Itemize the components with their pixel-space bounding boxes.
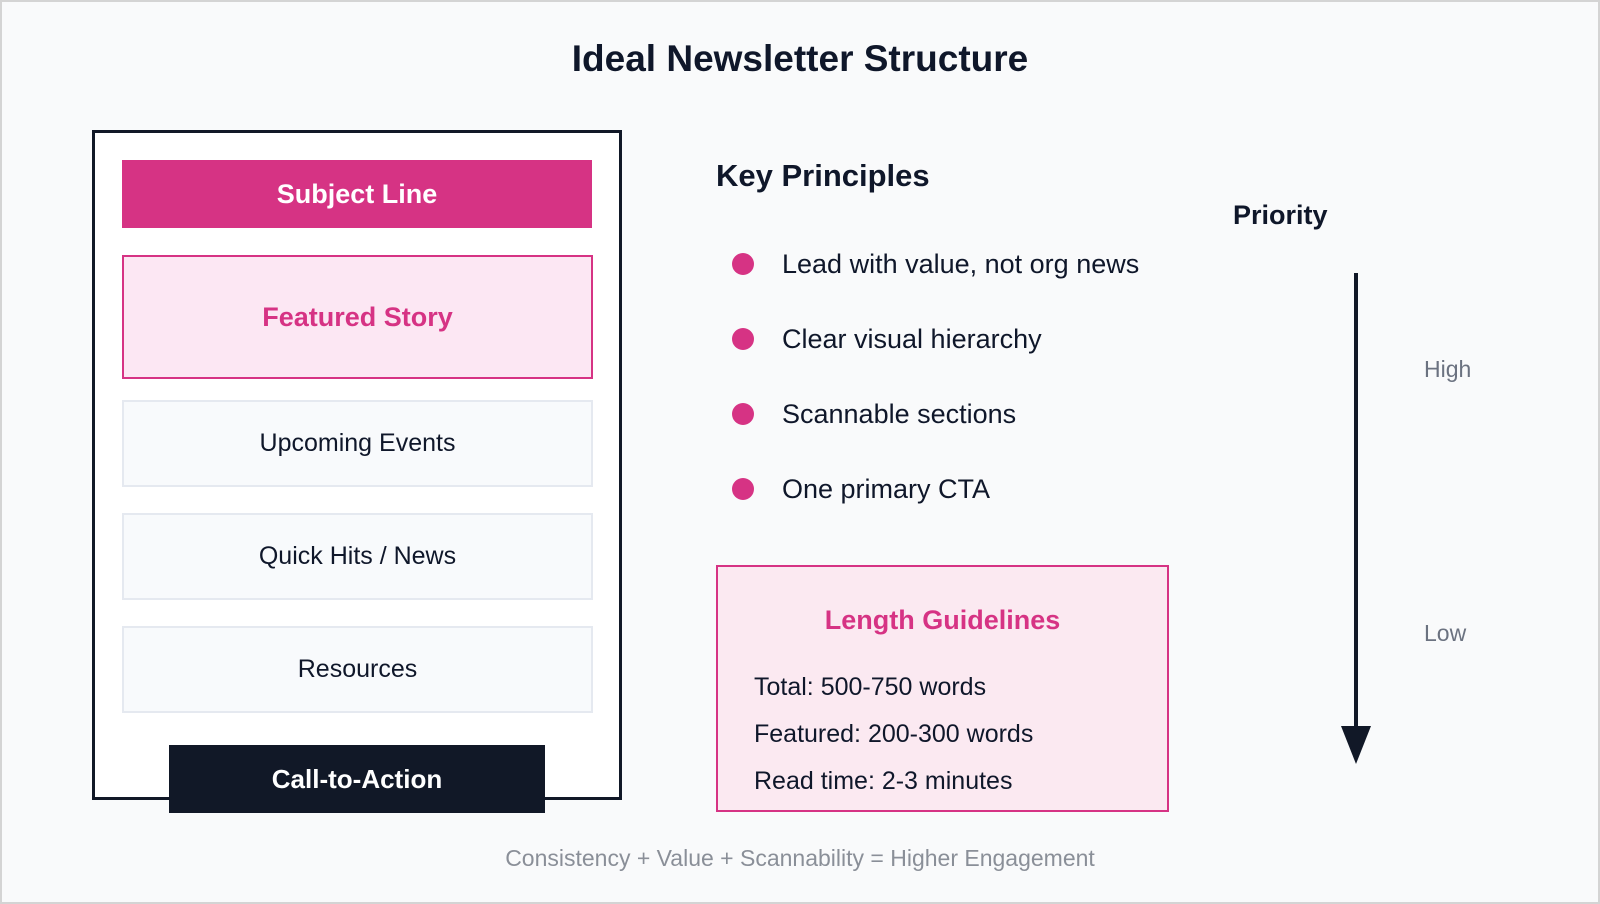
guideline-line: Total: 500-750 words <box>754 673 987 701</box>
length-guidelines-box <box>716 565 1169 812</box>
subject-line-block: Subject Line <box>122 160 592 228</box>
bullet-dot-icon <box>732 478 754 500</box>
length-guidelines-heading: Length Guidelines <box>824 605 1061 635</box>
quick-hits-block: Quick Hits / News <box>122 513 593 600</box>
quick-hits-label: Quick Hits / News <box>258 542 457 570</box>
key-principles-heading: Key Principles <box>716 158 930 193</box>
call-to-action-label: Call-to-Action <box>271 763 443 794</box>
arrow-down-icon <box>1341 726 1371 764</box>
page-title: Ideal Newsletter Structure <box>571 38 1029 79</box>
call-to-action-block: Call-to-Action <box>169 745 545 813</box>
guideline-line: Read time: 2-3 minutes <box>754 767 1013 795</box>
principle-item: Clear visual hierarchy <box>732 321 1042 357</box>
upcoming-events-block: Upcoming Events <box>122 400 593 487</box>
principle-text: One primary CTA <box>782 473 991 504</box>
priority-arrow-shaft <box>1354 273 1358 733</box>
priority-high-label: High <box>1424 356 1472 382</box>
principle-text: Scannable sections <box>782 398 1017 429</box>
bullet-dot-icon <box>732 253 754 275</box>
priority-low-label: Low <box>1424 620 1467 646</box>
upcoming-events-label: Upcoming Events <box>259 429 456 457</box>
principle-item: Scannable sections <box>732 396 1016 432</box>
featured-story-block: Featured Story <box>122 255 593 379</box>
footer-formula: Consistency + Value + Scannability = Hig… <box>505 845 1095 871</box>
priority-label: Priority <box>1233 200 1328 230</box>
featured-story-label: Featured Story <box>262 301 453 332</box>
principle-item: One primary CTA <box>732 471 990 507</box>
resources-label: Resources <box>297 655 418 683</box>
subject-line-label: Subject Line <box>276 178 438 209</box>
principle-text: Clear visual hierarchy <box>782 323 1042 354</box>
guideline-line: Featured: 200-300 words <box>754 720 1034 748</box>
resources-block: Resources <box>122 626 593 713</box>
bullet-dot-icon <box>732 328 754 350</box>
bullet-dot-icon <box>732 403 754 425</box>
principle-text: Lead with value, not org news <box>782 248 1140 279</box>
principle-item: Lead with value, not org news <box>732 246 1139 282</box>
